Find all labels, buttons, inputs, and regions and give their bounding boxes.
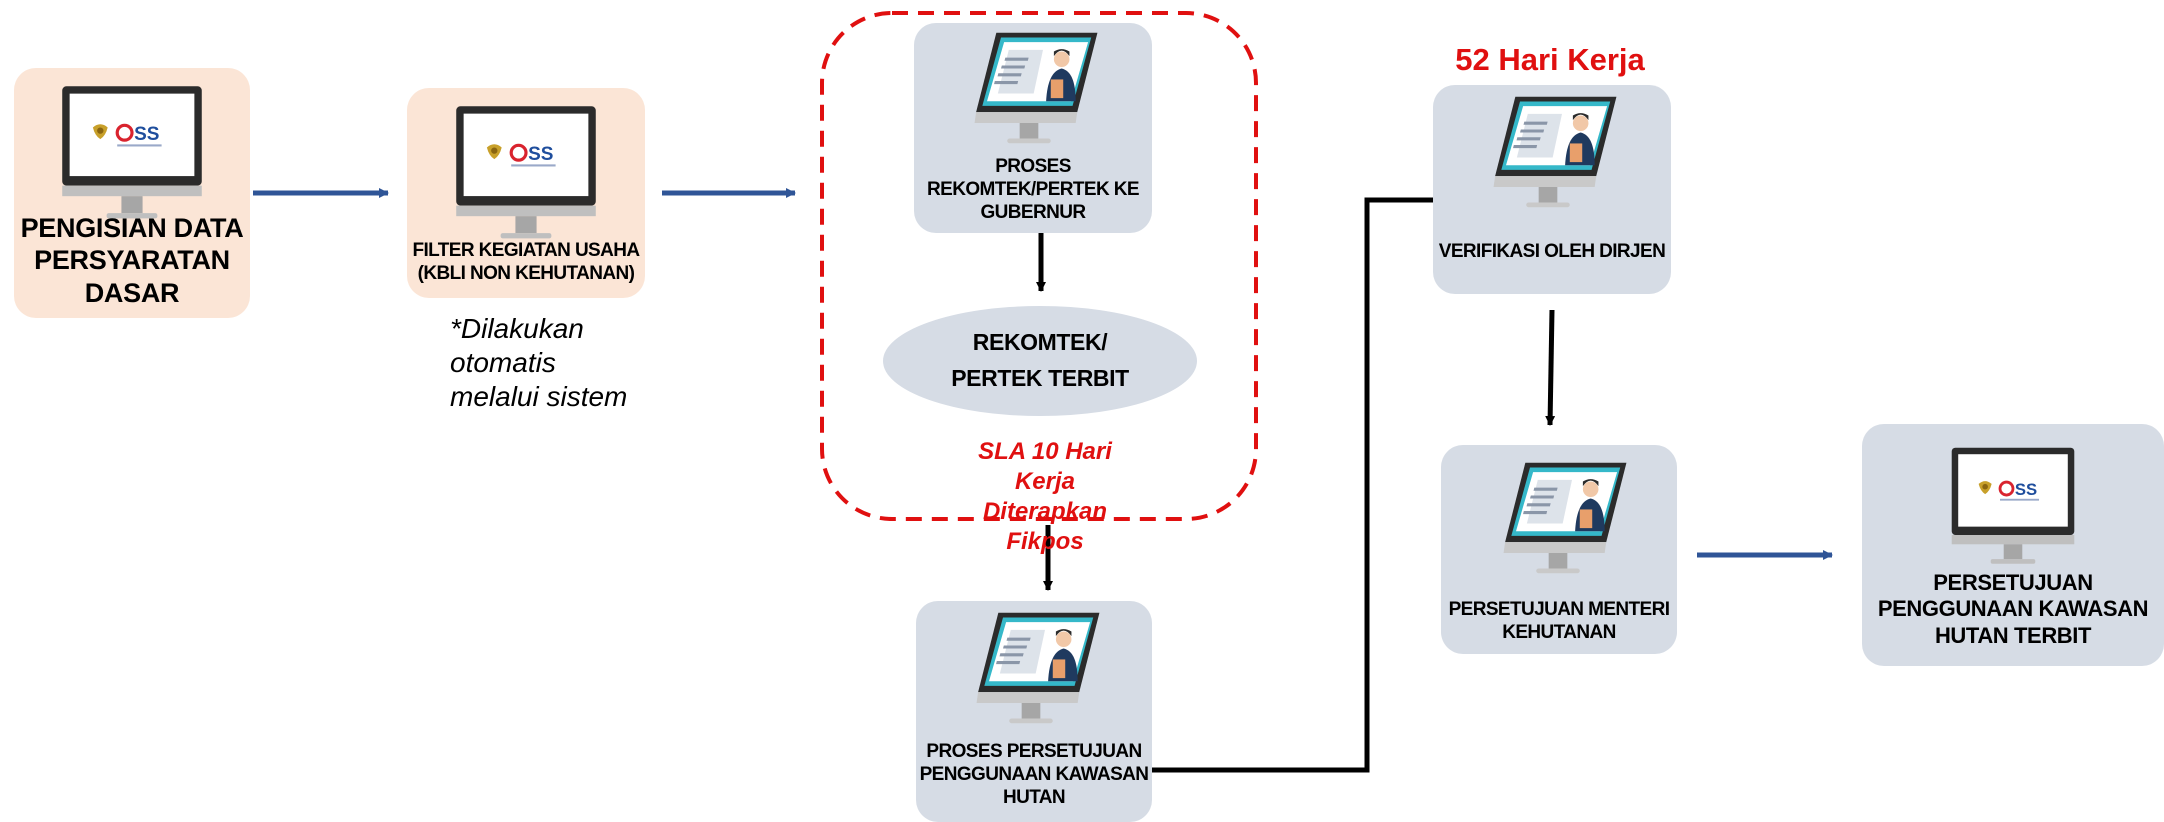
step-proses-persetujuan: PROSES PERSETUJUAN PENGGUNAAN KAWASAN HU… [916,601,1152,822]
step-proses-rekomtek: PROSES REKOMTEK/PERTEK KE GUBERNUR [914,23,1152,233]
step-verifikasi-label: VERIFIKASI OLEH DIRJEN [1438,241,1666,262]
arrow-verifikasi-to-menteri [1545,309,1556,426]
person-monitor-icon [946,605,1116,745]
oss-monitor-icon [58,82,206,230]
step-verifikasi: VERIFIKASI OLEH DIRJEN [1433,85,1671,294]
step-pengisian-data: PENGISIAN DATA PERSYARATAN DASAR [14,68,250,318]
person-monitor-icon [1473,455,1643,595]
step-proses-persetujuan-label: PROSES PERSETUJUAN PENGGUNAAN KAWASAN HU… [919,741,1149,808]
step-filter-label: FILTER KEGIATAN USAHA (KBLI NON KEHUTANA… [412,240,641,284]
step-persetujuan-terbit: PERSETUJUAN PENGGUNAAN KAWASAN HUTAN TER… [1862,424,2164,666]
step-filter-kegiatan: FILTER KEGIATAN USAHA (KBLI NON KEHUTANA… [407,88,645,298]
step-persetujuan-menteri: PERSETUJUAN MENTERI KEHUTANAN [1441,445,1677,654]
note-sla: SLA 10 Hari Kerja Diterapkan Fikpos [978,438,1112,555]
oss-monitor-icon [1948,444,2078,574]
step-pengisian-label: PENGISIAN DATA PERSYARATAN DASAR [20,213,244,308]
note-otomatis: *Dilakukan otomatis melalui sistem [450,313,628,413]
person-monitor-icon [944,25,1114,165]
step-rekomtek-terbit: REKOMTEK/ PERTEK TERBIT [883,306,1197,416]
person-monitor-icon [1463,89,1633,229]
arrow-persetujuan-to-verifikasi [1152,195,1466,773]
step-persetujuan-menteri-label: PERSETUJUAN MENTERI KEHUTANAN [1448,599,1670,643]
duration-label: 52 Hari Kerja [1455,42,1645,77]
step-proses-rekomtek-label: PROSES REKOMTEK/PERTEK KE GUBERNUR [927,156,1140,223]
step-persetujuan-terbit-label: PERSETUJUAN PENGGUNAAN KAWASAN HUTAN TER… [1877,570,2149,648]
oss-monitor-icon [452,102,600,250]
